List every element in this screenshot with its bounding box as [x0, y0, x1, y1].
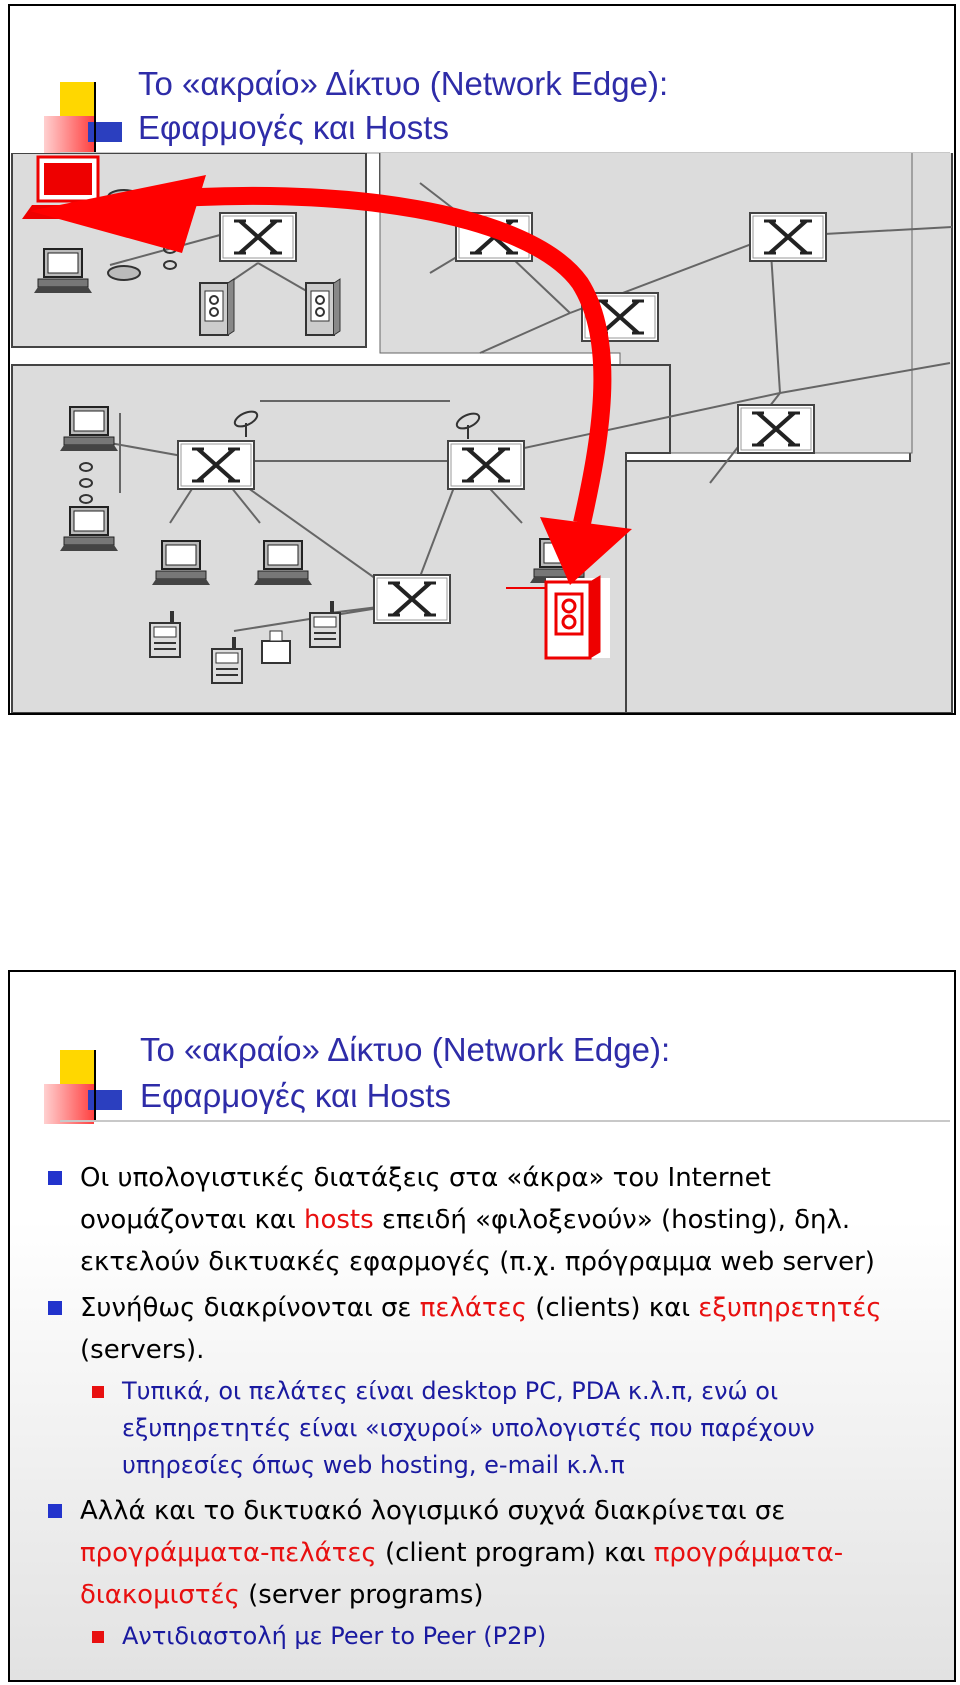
- packet-switch-icon: [446, 439, 526, 491]
- packet-switch-icon: [736, 403, 816, 455]
- bullet-1-line-3: εκτελούν δικτυακές εφαρμογές (π.χ. πρόγρ…: [80, 1247, 875, 1277]
- bullet-3-line-3: διακομιστές (server programs): [80, 1580, 484, 1610]
- sub-bullet-3-1: Αντιδιαστολή με Peer to Peer (P2P): [92, 1618, 940, 1655]
- slide2-title-line1: Το «ακραίο» Δίκτυο (Network Edge):: [140, 1031, 671, 1068]
- square-bullet-icon: [48, 1504, 62, 1518]
- phone-icon: [107, 265, 141, 281]
- communication-arrow: [30, 175, 632, 585]
- network-diagram: [11, 153, 953, 713]
- sub-bullet-line-2: εξυπηρετητές είναι «ισχυροί» υπολογιστές…: [122, 1414, 815, 1442]
- hosts-term: hosts: [303, 1205, 374, 1235]
- server-icon: [199, 278, 235, 336]
- square-subbullet-icon: [92, 1386, 104, 1398]
- slide-body: Οι υπολογιστικές διατάξεις στα «άκρα» το…: [48, 1157, 940, 1655]
- server-programs-term: προγράμματα-: [653, 1538, 844, 1568]
- bullet-3-line-1: Αλλά και το δικτυακό λογισμικό συχνά δια…: [80, 1496, 786, 1526]
- bullet-1-line-1: Οι υπολογιστικές διατάξεις στα «άκρα» το…: [80, 1163, 771, 1193]
- slide2-title-line2: Εφαρμογές και Hosts: [140, 1077, 451, 1114]
- bullet-1: Οι υπολογιστικές διατάξεις στα «άκρα» το…: [48, 1157, 940, 1283]
- sub-bullet-line-3: υπηρεσίες όπως web hosting, e-mail κ.λ.π: [122, 1451, 625, 1479]
- bullet-2-line-1: Συνήθως διακρίνονται σε πελάτες (clients…: [80, 1293, 882, 1323]
- slide-network-edge-text: Το «ακραίο» Δίκτυο (Network Edge): Εφαρμ…: [8, 970, 956, 1682]
- packet-switch-icon: [218, 211, 298, 263]
- web-server-icon: [506, 575, 610, 660]
- square-bullet-icon: [48, 1171, 62, 1185]
- printer-icon: [261, 630, 291, 664]
- packet-switch-icon: [176, 439, 256, 491]
- bullet-1-line-2: ονομάζονται και hosts επειδή «φιλοξενούν…: [80, 1205, 851, 1235]
- client-programs-term: προγράμματα-πελάτες: [80, 1538, 377, 1568]
- slide1-title-line1: Το «ακραίο» Δίκτυο (Network Edge):: [138, 65, 669, 102]
- bullet-3: Αλλά και το δικτυακό λογισμικό συχνά δια…: [48, 1490, 940, 1655]
- sub-bullet-line-1: Τυπικά, οι πελάτες είναι desktop PC, PDA…: [122, 1377, 779, 1405]
- sub-bullet-2-1: Τυπικά, οι πελάτες είναι desktop PC, PDA…: [92, 1373, 940, 1484]
- square-bullet-icon: [48, 1301, 62, 1315]
- bullet-2: Συνήθως διακρίνονται σε πελάτες (clients…: [48, 1287, 940, 1484]
- square-subbullet-icon: [92, 1631, 104, 1643]
- servers-term: εξυπηρετητές: [698, 1293, 882, 1323]
- bullet-3-line-2: προγράμματα-πελάτες (client program) και…: [80, 1538, 844, 1568]
- sub-bullet-line-1: Αντιδιαστολή με Peer to Peer (P2P): [122, 1622, 547, 1650]
- clients-term: πελάτες: [419, 1293, 527, 1323]
- packet-switch-icon: [748, 211, 828, 263]
- slide-network-edge-diagram: Το «ακραίο» Δίκτυο (Network Edge): Εφαρμ…: [8, 4, 956, 715]
- title-rule: [60, 1120, 950, 1122]
- packet-switch-icon: [372, 573, 452, 625]
- slide1-title-line2: Εφαρμογές και Hosts: [138, 109, 449, 146]
- server-icon: [305, 278, 341, 336]
- bullet-2-line-2: (servers).: [80, 1335, 205, 1365]
